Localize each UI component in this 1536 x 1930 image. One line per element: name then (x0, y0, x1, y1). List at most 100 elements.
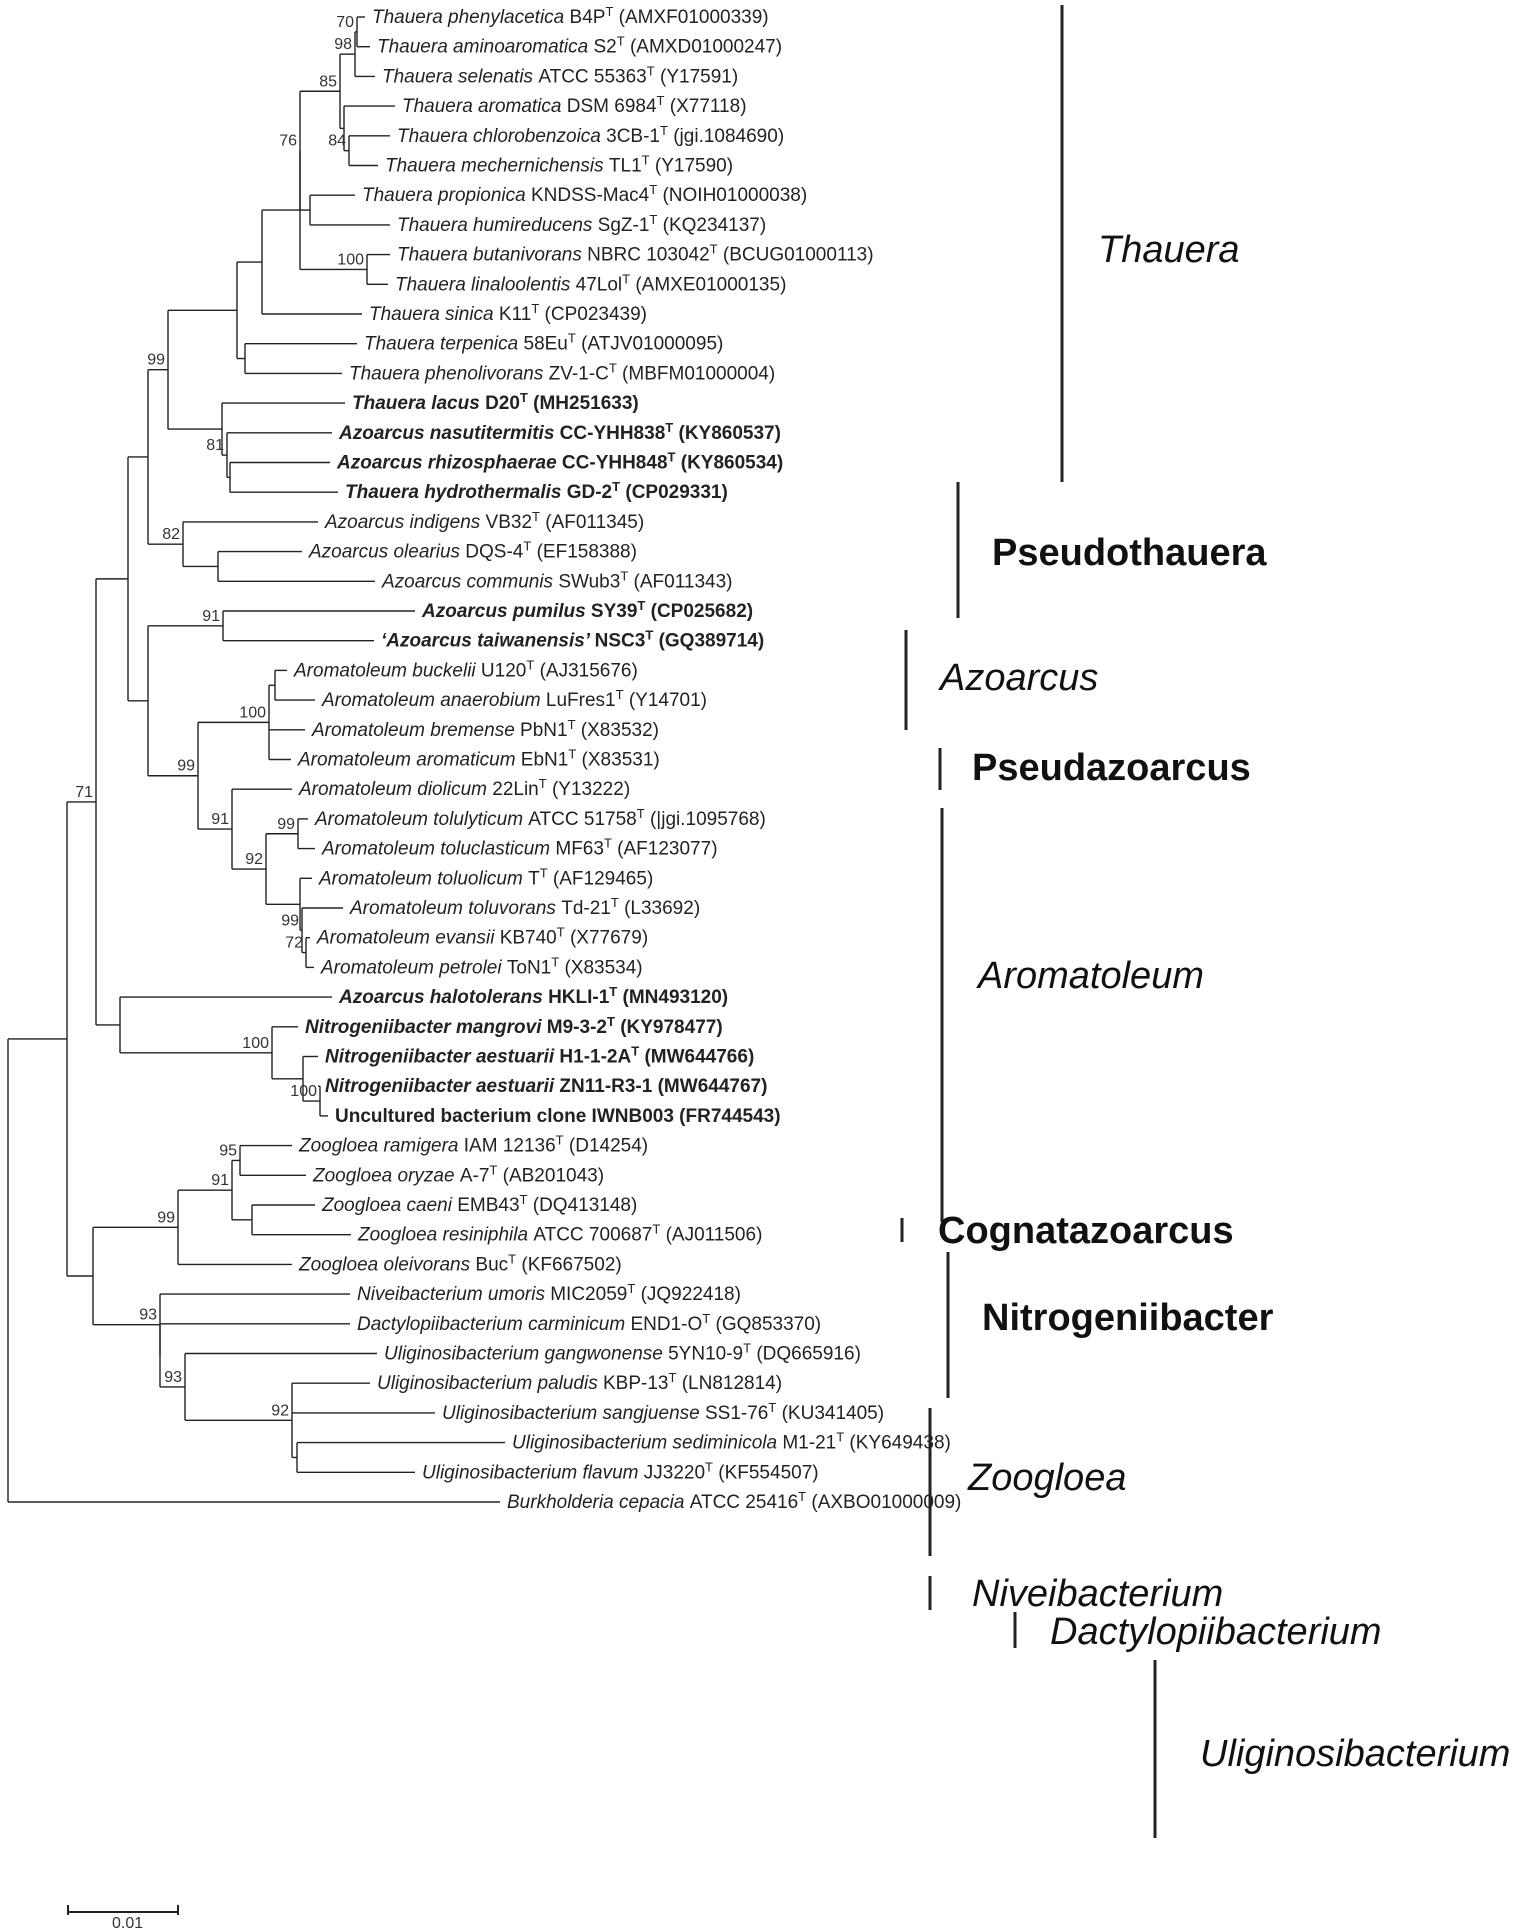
accession-number: (ATJV01000095) (576, 334, 724, 355)
accession-number: (FR744543) (674, 1106, 781, 1127)
bootstrap-value: 84 (328, 133, 346, 150)
type-strain-mark: T (605, 4, 613, 19)
type-strain-mark: T (768, 1400, 776, 1415)
species-name: Thauera aminoaromatica (377, 37, 594, 58)
species-name: Zoogloea oryzae (312, 1165, 460, 1186)
strain-name: ToN1 (507, 957, 551, 978)
accession-number: (MBFM01000004) (617, 363, 775, 384)
bootstrap-value: 98 (334, 36, 352, 53)
type-strain-mark: T (743, 1341, 751, 1356)
type-strain-mark: T (617, 34, 625, 49)
leaf-label: Zoogloea resiniphila ATCC 700687T (AJ011… (357, 1222, 762, 1246)
type-strain-mark: T (660, 123, 668, 138)
leaf-label: Thauera phenolivorans ZV-1-CT (MBFM01000… (349, 360, 775, 384)
strain-name: SWub3 (558, 571, 620, 592)
leaf-label: Azoarcus nasutitermitis CC-YHH838T (KY86… (338, 420, 781, 444)
accession-number: (AF011345) (540, 512, 644, 533)
accession-number: (X83534) (559, 957, 642, 978)
species-name: Azoarcus communis (381, 571, 558, 592)
bootstrap-value: 91 (202, 608, 220, 625)
leaf-label: Uliginosibacterium flavum JJ3220T (KF554… (422, 1459, 819, 1483)
type-strain-mark: T (609, 360, 617, 375)
type-strain-mark: T (539, 776, 547, 791)
bootstrap-value: 81 (206, 437, 224, 454)
species-name: Zoogloea oleivorans (298, 1254, 475, 1275)
type-strain-mark: T (568, 747, 576, 762)
leaf-label: Azoarcus communis SWub3T (AF011343) (381, 568, 732, 592)
species-name: Thauera sinica (369, 304, 499, 325)
leaf-label: Aromatoleum aromaticum EbN1T (X83531) (297, 747, 660, 771)
type-strain-mark: T (836, 1430, 844, 1445)
type-strain-mark: T (531, 301, 539, 316)
leaf-label: Azoarcus halotolerans HKLI-1T (MN493120) (338, 984, 728, 1008)
strain-name: Uncultured bacterium clone IWNB003 (335, 1106, 674, 1127)
bootstrap-value: 76 (279, 133, 297, 150)
strain-name: T (528, 868, 540, 889)
species-name: Aromatoleum buckelii (293, 660, 481, 681)
accession-number: (MH251633) (528, 393, 639, 414)
clade-name: Dactylopiibacterium (1050, 1611, 1382, 1653)
strain-name: A-7 (460, 1165, 490, 1186)
accession-number: (NOIH01000038) (657, 185, 807, 206)
strain-name: NBRC 103042 (587, 245, 710, 266)
species-name: Zoogloea resiniphila (357, 1225, 533, 1246)
accession-number: (AB201043) (497, 1165, 604, 1186)
strain-name: CC-YHH838 (560, 423, 666, 444)
strain-name: ATCC 51758 (528, 809, 636, 830)
species-name: Aromatoleum toluolicum (318, 868, 528, 889)
type-strain-mark: T (612, 479, 620, 494)
leaf-label: Azoarcus olearius DQS-4T (EF158388) (308, 539, 637, 563)
strain-name: MIC2059 (550, 1284, 627, 1305)
strain-name: ATCC 55363 (538, 66, 646, 87)
accession-number: (KF667502) (516, 1254, 622, 1275)
strain-name: KBP-13 (603, 1373, 668, 1394)
clade-name: Azoarcus (938, 657, 1098, 699)
species-name: Thauera lacus (352, 393, 485, 414)
species-name: Thauera propionica (362, 185, 531, 206)
leaf-label: Aromatoleum evansii KB740T (X77679) (316, 925, 648, 949)
strain-name: HKLI-1 (548, 987, 610, 1008)
strain-name: CC-YHH848 (562, 453, 668, 474)
species-name: Thauera terpenica (364, 334, 524, 355)
species-name: Aromatoleum bremense (311, 720, 520, 741)
species-name: Aromatoleum evansii (316, 928, 500, 949)
bootstrap-value: 71 (75, 784, 93, 801)
leaf-label: Thauera linaloolentis 47LolT (AMXE010001… (395, 271, 786, 295)
leaf-label: Uliginosibacterium sangjuense SS1-76T (K… (442, 1400, 884, 1424)
accession-number: (JQ922418) (635, 1284, 741, 1305)
leaf-label: Aromatoleum toluclasticum MF63T (AF12307… (321, 836, 718, 860)
type-strain-mark: T (508, 1251, 516, 1266)
leaf-label: Zoogloea caeni EMB43T (DQ413148) (321, 1192, 637, 1216)
accession-number: (BCUG01000113) (718, 245, 874, 266)
accession-number: (L33692) (619, 898, 700, 919)
leaf-label: Aromatoleum buckelii U120T (AJ315676) (293, 657, 638, 681)
strain-name: TL1 (609, 156, 642, 177)
strain-name: PbN1 (520, 720, 568, 741)
leaf-labels: Thauera phenylacetica B4PT (AMXF01000339… (293, 4, 961, 1513)
strain-name: VB32 (486, 512, 532, 533)
species-name: Nitrogeniibacter aestuarii (325, 1076, 559, 1097)
clade-name: Cognatazoarcus (938, 1210, 1234, 1252)
strain-name: SY39 (591, 601, 637, 622)
leaf-label: Uliginosibacterium gangwonense 5YN10-9T … (384, 1341, 861, 1365)
accession-number: (KQ234137) (657, 215, 766, 236)
strain-name: IAM 12136 (464, 1136, 556, 1157)
leaf-label: Thauera aromatica DSM 6984T (X77118) (402, 93, 747, 117)
accession-number: (KY649438) (844, 1433, 951, 1454)
type-strain-mark: T (622, 271, 630, 286)
species-name: Thauera mechernichensis (385, 156, 609, 177)
clade-name: Uliginosibacterium (1200, 1733, 1510, 1775)
species-name: Uliginosibacterium flavum (422, 1462, 644, 1483)
species-name: Aromatoleum toluclasticum (321, 839, 555, 860)
strain-name: LuFres1 (546, 690, 616, 711)
accession-number: (CP025682) (645, 601, 753, 622)
type-strain-mark: T (523, 539, 531, 554)
accession-number: (|jgi.1095768) (645, 809, 766, 830)
accession-number: (AMXE01000135) (630, 274, 786, 295)
type-strain-mark: T (540, 865, 548, 880)
species-name: Thauera chlorobenzoica (397, 126, 606, 147)
accession-number: (AJ315676) (534, 660, 638, 681)
type-strain-mark: T (705, 1459, 713, 1474)
strain-name: KB740 (500, 928, 557, 949)
